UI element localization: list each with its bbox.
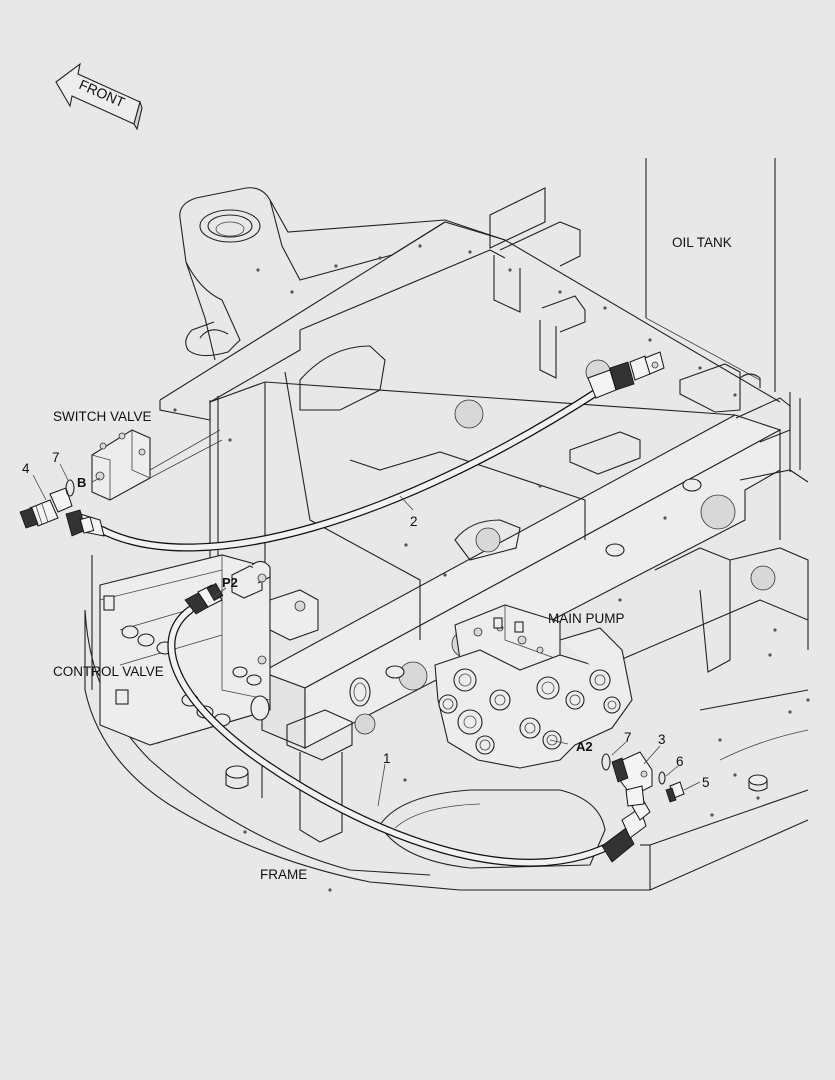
elbow-fitting-3: [611, 751, 653, 807]
port-a2-label: A2: [576, 739, 593, 754]
oring-7-switch: [65, 479, 75, 497]
leader-lines: [32, 463, 701, 807]
main-pump-label: MAIN PUMP: [548, 611, 625, 626]
port-b-label: B: [77, 475, 87, 490]
oring-7-pump: [601, 753, 611, 771]
oil-tank-label: OIL TANK: [672, 235, 732, 250]
hose-1: [167, 582, 651, 867]
callout-5: 5: [702, 775, 710, 790]
frame-bolt-holes: [116, 244, 810, 892]
callout-2: 2: [410, 514, 418, 529]
hose-2: [65, 351, 665, 552]
switch-valve: [91, 429, 223, 501]
fitting-4: [19, 487, 73, 529]
callout-6: 6: [676, 754, 684, 769]
boom-bracket: [179, 187, 506, 361]
lower-frame: [84, 555, 809, 891]
plug-5: [665, 781, 685, 803]
callout-7-switch: 7: [52, 450, 60, 465]
main-pump: [434, 604, 633, 769]
frame-label: FRAME: [260, 867, 308, 882]
control-valve-label: CONTROL VALVE: [53, 664, 164, 679]
callout-1: 1: [383, 751, 391, 766]
front-arrow-icon: FRONT: [55, 62, 143, 131]
oring-6: [658, 771, 666, 785]
upper-frame: [159, 187, 809, 749]
callout-7-pump: 7: [624, 730, 632, 745]
callout-4: 4: [22, 461, 30, 476]
switch-valve-label: SWITCH VALVE: [53, 409, 152, 424]
port-p2-label: P2: [222, 575, 238, 590]
callout-3: 3: [658, 732, 666, 747]
